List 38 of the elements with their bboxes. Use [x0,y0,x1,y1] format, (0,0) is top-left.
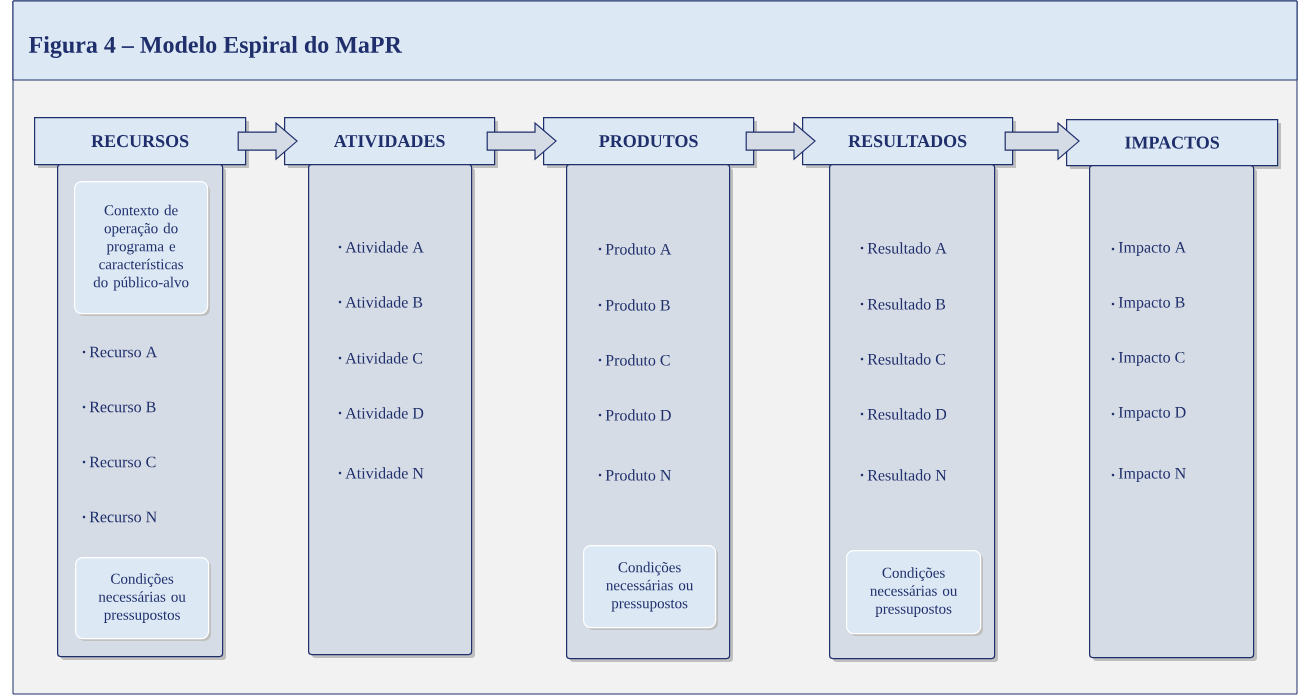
header-box: RESULTADOS [802,117,1016,168]
note-box: Contexto de operação do programa e características do público-alvo [74,181,210,316]
list-item: Recurso B [82,401,156,413]
list-item: Produto A [598,243,672,255]
list-item: Impacto C [1111,352,1185,366]
block-arrow [745,121,816,161]
note-box: Condições necessárias ou pressupostos [583,545,718,630]
block-arrow [1004,121,1080,161]
title-bar: Figura 4 – Modelo Espiral do MaPR [12,0,1298,81]
list-item: Produto D [598,409,671,421]
list-item: Impacto D [1111,407,1186,421]
header-box: PRODUTOS [543,117,757,168]
list-item: Atividade B [338,296,423,308]
list-item: Resultado C [860,353,945,365]
list-item: Resultado A [860,242,947,254]
list-item: Impacto B [1111,297,1185,311]
list-item: Impacto A [1111,242,1187,256]
header-box: RECURSOS [34,117,249,168]
list-item: Recurso A [82,346,158,358]
header-box: IMPACTOS [1066,119,1281,169]
list-item: Atividade N [338,467,424,479]
list-item: Resultado D [860,408,947,420]
header-box: ATIVIDADES [284,117,498,168]
note-box: Condições necessárias ou pressupostos [75,557,211,641]
note-box: Condições necessárias ou pressupostos [846,550,983,636]
block-arrow [486,121,557,161]
list-item: Recurso C [82,456,156,468]
block-arrow [237,121,298,161]
list-item: Impacto N [1111,468,1186,482]
list-item: Atividade C [338,352,423,364]
list-item: Recurso N [82,511,157,523]
list-item: Produto B [598,299,670,311]
list-item: Atividade A [338,241,424,253]
list-item: Produto C [598,354,670,366]
list-item: Produto N [598,469,672,481]
list-item: Atividade D [338,407,424,419]
list-item: Resultado B [860,298,946,310]
list-item: Resultado N [860,469,947,481]
